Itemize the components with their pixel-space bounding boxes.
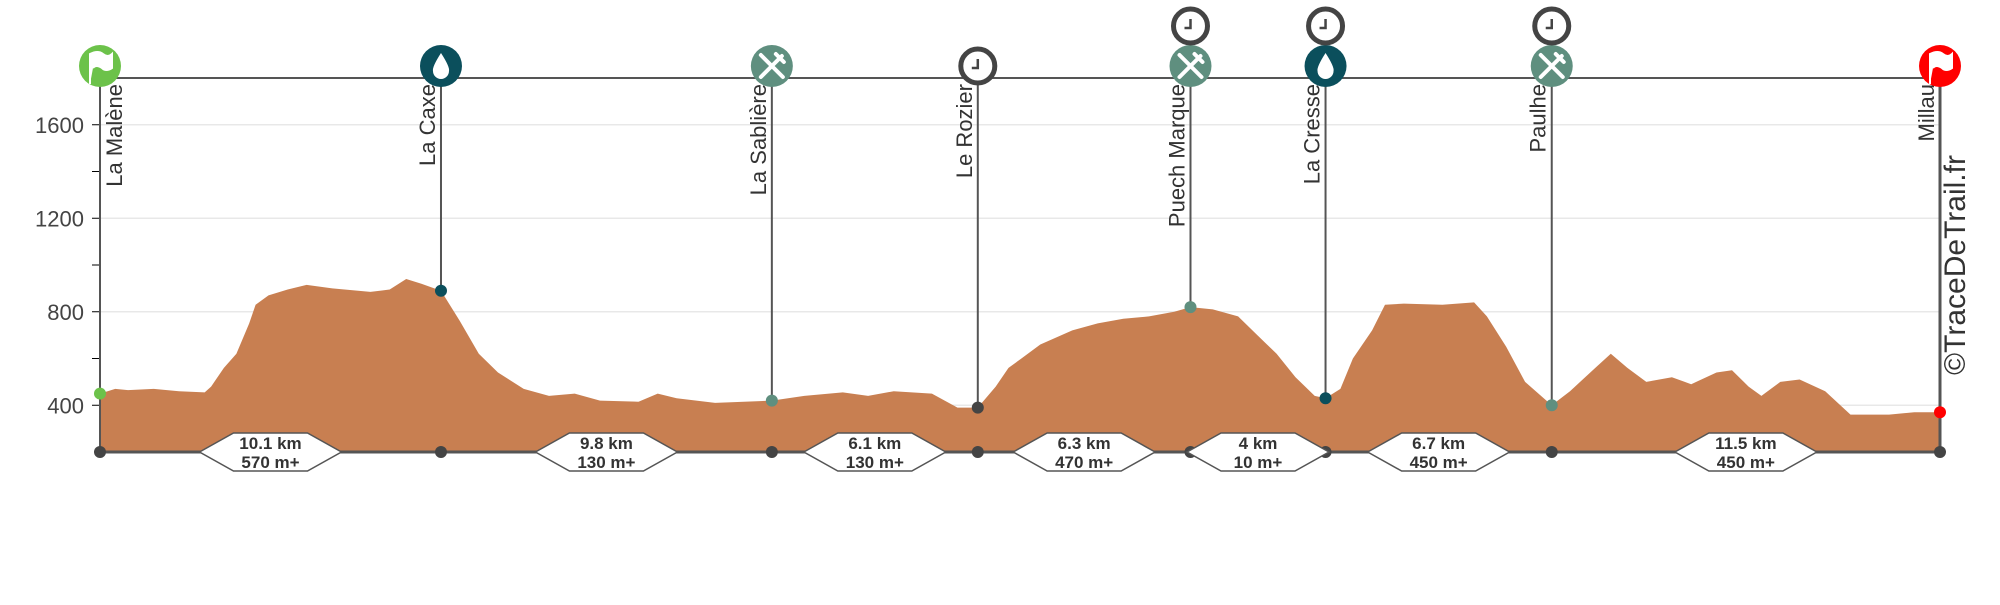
station-altitude-dot [1934,406,1946,419]
station-label: Puech Marque [1164,84,1189,227]
clock-hands [1545,19,1553,30]
segment-badge [197,432,344,472]
segment-badge [1185,432,1331,472]
y-tick-label: 400 [47,393,84,418]
segment-gain: 470 m+ [1055,453,1113,472]
segment-gain: 570 m+ [241,453,299,472]
station-altitude-dot [1184,301,1197,314]
segment-distance: 9.8 km [580,434,633,453]
segment-distance: 4 km [1239,434,1278,453]
water-icon [1304,45,1347,87]
station-altitude-dot [765,394,778,407]
cutlery-shape [1538,52,1566,79]
segment-gain: 10 m+ [1234,453,1283,472]
station-label: La Caxe [415,84,440,166]
segment-badge [1673,432,1819,472]
segment-gain: 130 m+ [846,453,904,472]
station-altitude-dot [1545,399,1558,412]
station-axis-dot [94,446,106,458]
station-axis-dot [1934,446,1946,458]
segment-gain: 130 m+ [577,453,635,472]
segment-badge [802,432,948,472]
elevation-area [100,279,1940,452]
finish-flag-icon [1919,45,1961,87]
station-label: Paulhe [1526,84,1551,153]
food-icon [1169,45,1212,87]
segment-badge [533,432,679,472]
segment-gain: 450 m+ [1410,453,1468,472]
station-axis-dot [434,446,447,458]
drop-shape [1317,53,1334,79]
clock-icon [1306,6,1346,46]
segment-distance: 11.5 km [1715,434,1776,453]
y-tick-label: 1600 [35,113,84,138]
watermark: ©TraceDeTrail.fr [1939,155,1972,375]
segment-badge [1366,432,1512,472]
clock-hands [1184,19,1192,30]
clock-icon [1532,6,1572,46]
station-label: Le Rozier [952,84,977,178]
segment-gain: 450 m+ [1717,453,1775,472]
food-icon [750,45,793,87]
station-altitude-dot [94,387,106,400]
segment-distance: 6.1 km [848,434,901,453]
station-label: La Malène [102,84,127,187]
segment-distance: 10.1 km [239,434,301,453]
station-label: La Sablière [746,84,771,195]
food-icon [1530,45,1573,87]
station-label: Millau [1914,84,1939,141]
water-icon [419,45,462,87]
station-altitude-dot [971,401,984,414]
clock-icon [958,46,998,86]
segment-badge [1011,432,1157,472]
clock-hands [1319,19,1327,30]
cutlery-shape [1177,52,1205,79]
cutlery-shape [758,52,786,79]
segment-distance: 6.7 km [1412,434,1465,453]
station-axis-dot [971,446,984,458]
flag-shape [89,51,113,84]
y-tick-label: 800 [47,300,84,325]
stations: La Malène La Caxe La Sablière Le Rozier Puec… [79,6,1961,458]
clock-icon [1170,6,1210,46]
drop-shape [432,53,450,79]
station-altitude-dot [434,284,447,297]
segment-distance: 6.3 km [1058,434,1111,453]
station-label: La Cresse [1300,84,1325,184]
station-axis-dot [1545,446,1558,458]
flag-shape [1929,51,1953,84]
clock-hands [971,59,980,70]
station-altitude-dot [1319,392,1332,405]
station-axis-dot [765,446,778,458]
start-flag-icon [79,45,121,87]
y-tick-label: 1200 [35,206,84,231]
